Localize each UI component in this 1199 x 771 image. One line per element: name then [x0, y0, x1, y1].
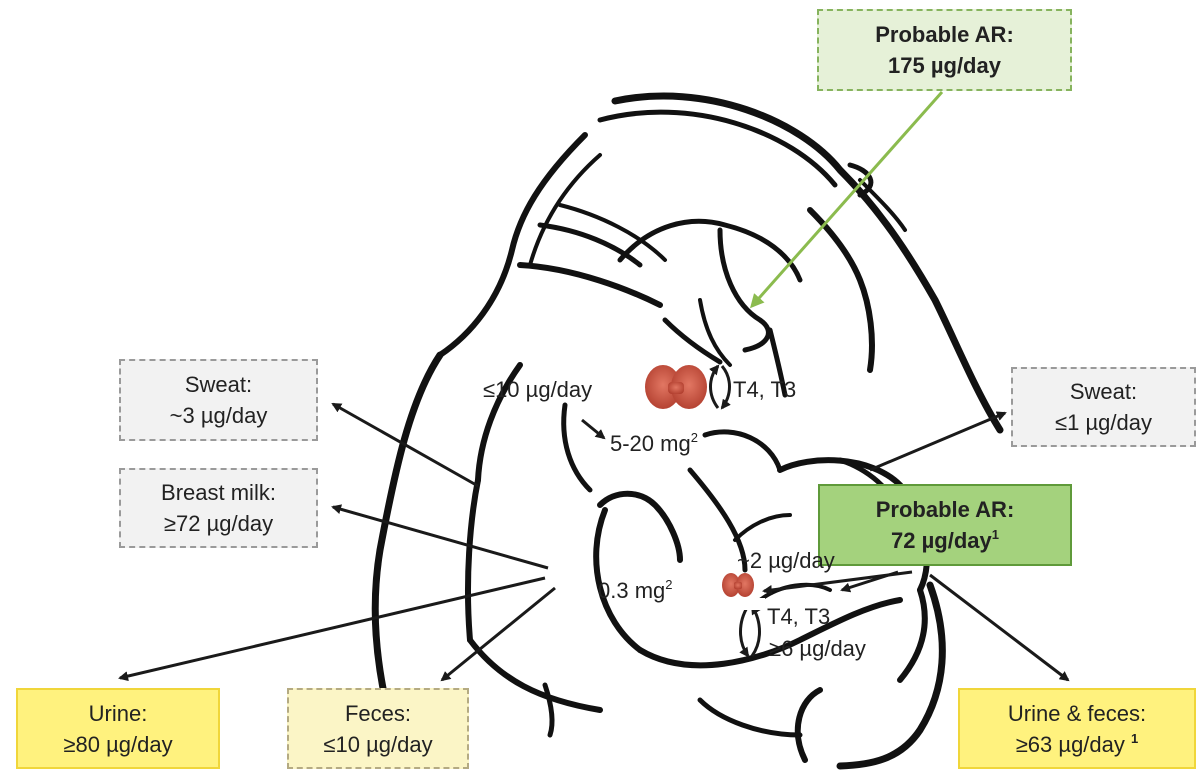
infant-probable-ar-ref: 1	[992, 527, 999, 542]
infant-probable-ar-box: Probable AR: 72 µg/day1	[818, 484, 1072, 566]
mother-thyroid-store-value: 5-20 mg	[610, 431, 691, 456]
infant-sweat-title: Sweat:	[1070, 376, 1137, 407]
feces-value: ≤10 µg/day	[323, 729, 432, 760]
mother-sweat-title: Sweat:	[185, 369, 252, 400]
feces-box: Feces: ≤10 µg/day	[287, 688, 469, 769]
breast-milk-title: Breast milk:	[161, 477, 276, 508]
mother-thyroid-store-ref: 2	[691, 430, 698, 445]
infant-urine-feces-box: Urine & feces: ≥63 µg/day 1	[958, 688, 1196, 769]
urine-value: ≥80 µg/day	[63, 729, 172, 760]
mother-sweat-value: ~3 µg/day	[170, 400, 268, 431]
infant-sweat-value: ≤1 µg/day	[1055, 407, 1152, 438]
infant-thyroid-hormones-label: T4, T3	[767, 605, 830, 629]
mother-probable-ar-title: Probable AR:	[875, 19, 1014, 50]
mother-hormone-exchange-arrows	[711, 366, 730, 408]
infant-urine-feces-title: Urine & feces:	[1008, 698, 1146, 729]
breast-milk-box: Breast milk: ≥72 µg/day	[119, 468, 318, 548]
infant-thyroid-icon	[722, 573, 754, 597]
mother-sweat-box: Sweat: ~3 µg/day	[119, 359, 318, 441]
mother-probable-ar-box: Probable AR: 175 µg/day	[817, 9, 1072, 91]
breast-milk-value: ≥72 µg/day	[164, 508, 273, 539]
infant-thyroid-store-label: 0.3 mg2	[598, 579, 673, 603]
infant-thyroid-store-value: 0.3 mg	[598, 578, 665, 603]
feces-title: Feces:	[345, 698, 411, 729]
mother-thyroid-store-label: 5-20 mg2	[610, 432, 698, 456]
thyroid-icon	[645, 365, 707, 409]
infant-thyroid-store-ref: 2	[665, 577, 672, 592]
mother-thyroid-intake-label: ≤10 µg/day	[483, 378, 592, 402]
mother-thyroid-hormones-label: T4, T3	[733, 378, 796, 402]
infant-probable-ar-value: 72 µg/day	[891, 528, 992, 553]
infant-thyroid-output-label: ≥6 µg/day	[769, 637, 866, 661]
infant-sweat-box: Sweat: ≤1 µg/day	[1011, 367, 1196, 447]
infant-urine-feces-value: ≥63 µg/day	[1016, 732, 1125, 757]
infant-urine-feces-ref: 1	[1131, 731, 1138, 746]
infant-thyroid-intake-label: ~2 µg/day	[737, 549, 835, 573]
mother-probable-ar-value: 175 µg/day	[888, 50, 1001, 81]
urine-title: Urine:	[89, 698, 148, 729]
infant-hormone-exchange-arrows	[741, 606, 760, 656]
urine-box: Urine: ≥80 µg/day	[16, 688, 220, 769]
infant-probable-ar-title: Probable AR:	[876, 494, 1015, 525]
